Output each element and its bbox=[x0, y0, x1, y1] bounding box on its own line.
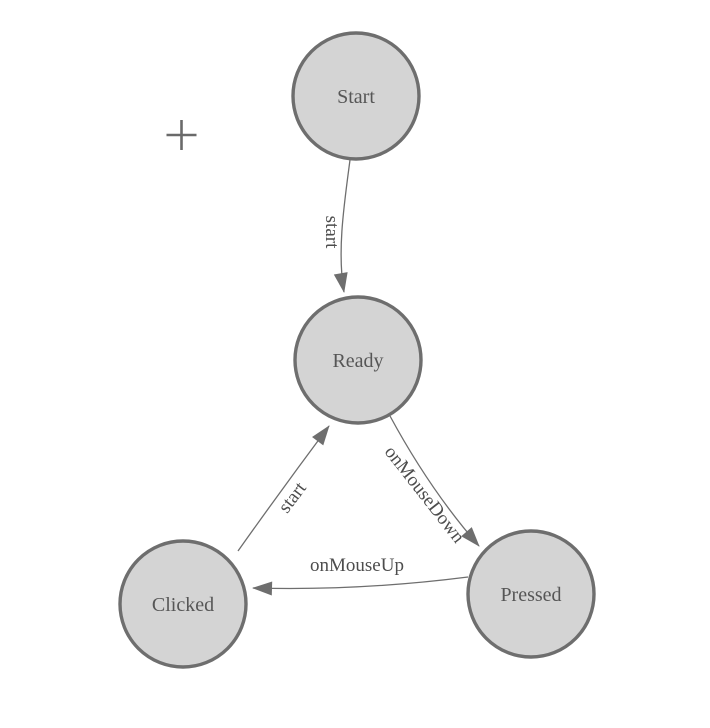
plus-crosshair-icon bbox=[166, 120, 197, 150]
nodes-layer: Start Ready Clicked Pressed bbox=[118, 31, 596, 669]
edge-label-pressed-to-clicked: onMouseUp bbox=[310, 555, 404, 576]
edge-start-to-ready[interactable] bbox=[333, 159, 351, 293]
edge-label-start-to-ready: start bbox=[321, 216, 342, 249]
state-circle-clicked[interactable] bbox=[118, 539, 248, 669]
state-label-pressed: Pressed bbox=[500, 584, 561, 606]
state-circle-ready[interactable] bbox=[293, 295, 423, 425]
state-label-clicked: Clicked bbox=[152, 594, 214, 616]
edge-pressed-to-clicked[interactable] bbox=[252, 576, 469, 596]
edge-clicked-to-ready[interactable] bbox=[237, 425, 330, 552]
edge-label-clicked-to-ready: start bbox=[274, 478, 311, 517]
state-node-start[interactable]: Start bbox=[291, 31, 421, 161]
edge-label-ready-to-pressed: onMouseDown bbox=[380, 442, 469, 548]
state-circle-pressed[interactable] bbox=[466, 529, 596, 659]
state-node-ready[interactable]: Ready bbox=[293, 295, 423, 425]
state-node-clicked[interactable]: Clicked bbox=[118, 539, 248, 669]
state-node-pressed[interactable]: Pressed bbox=[466, 529, 596, 659]
edge-ready-to-pressed[interactable] bbox=[389, 415, 480, 547]
edges-layer bbox=[237, 159, 480, 596]
state-circle-start[interactable] bbox=[291, 31, 421, 161]
state-label-start: Start bbox=[337, 86, 375, 108]
state-label-ready: Ready bbox=[332, 350, 383, 372]
